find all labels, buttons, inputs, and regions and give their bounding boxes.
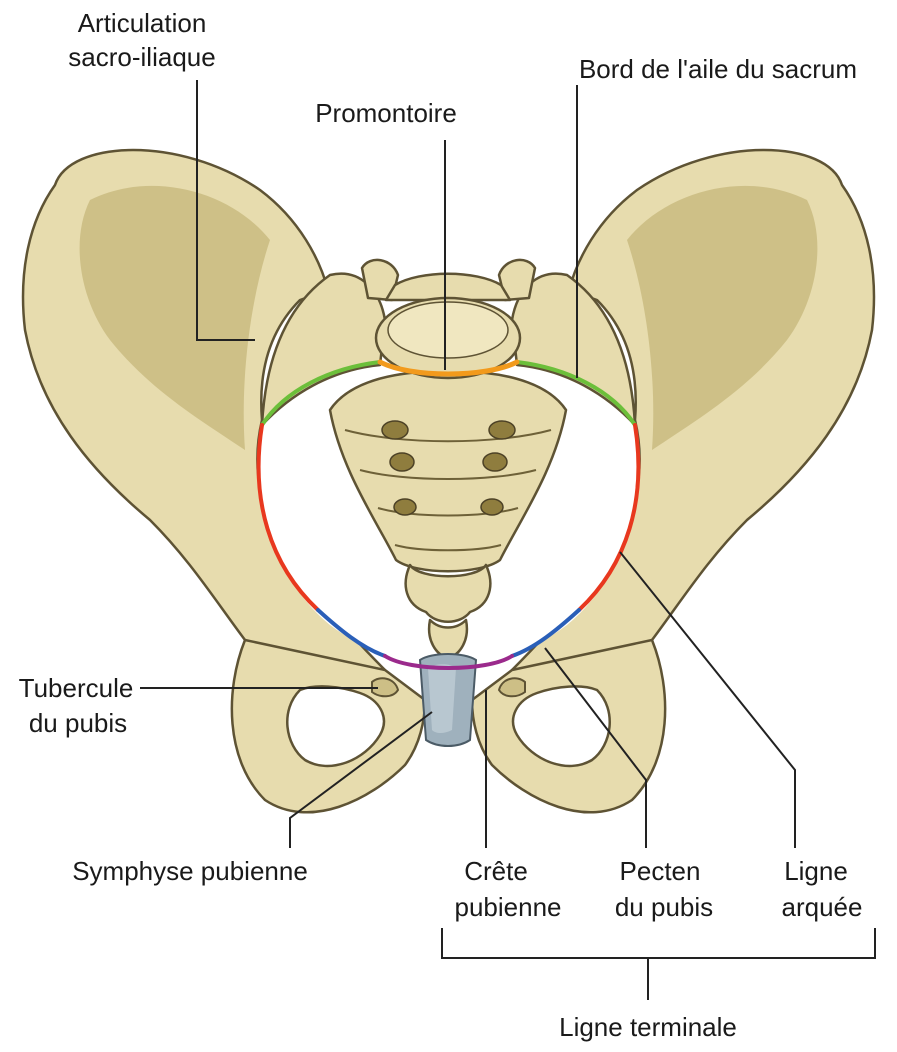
sacral-foramen [390,453,414,471]
label-pubic-crest-2: pubienne [455,892,562,922]
label-sacroiliac-1: Articulation [78,8,207,38]
label-pubic-symphysis: Symphyse pubienne [72,856,308,886]
label-sacral-ala-edge: Bord de l'aile du sacrum [579,54,857,84]
label-arcuate-2: arquée [782,892,863,922]
sacral-foramen [483,453,507,471]
sacral-foramen [394,499,416,515]
terminal-line-bracket [442,928,875,958]
sacral-foramen [382,421,408,439]
label-sacroiliac-2: sacro-iliaque [68,42,215,72]
sacral-base [386,274,510,300]
label-arcuate-1: Ligne [784,856,848,886]
promontory-body-top [388,302,508,358]
sacral-foramen [481,499,503,515]
label-pubic-tubercle-2: du pubis [29,708,127,738]
label-pecten-2: du pubis [615,892,713,922]
pelvis-illustration [23,150,874,812]
label-pubic-tubercle-1: Tubercule [19,673,134,703]
sacral-foramen [489,421,515,439]
label-pecten-1: Pecten [620,856,701,886]
label-terminal-line: Ligne terminale [559,1012,737,1042]
label-promontory: Promontoire [315,98,457,128]
pubic-symphysis-highlight [428,664,456,733]
label-pubic-crest-1: Crête [464,856,528,886]
